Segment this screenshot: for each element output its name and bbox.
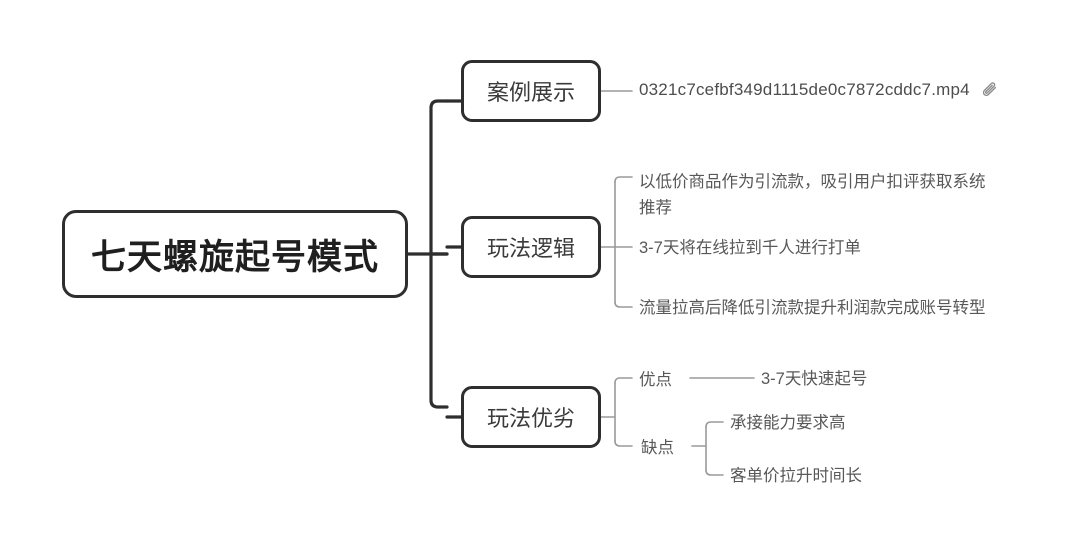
link-cons-child-0 <box>705 421 724 428</box>
paperclip-icon[interactable] <box>980 81 999 100</box>
leaf-cons-child-1[interactable]: 客单价拉升时间长 <box>730 467 862 485</box>
leaf-logic-0[interactable]: 以低价商品作为引流款，吸引用户扣评获取系统推荐 <box>639 173 986 217</box>
link-cons-child-1 <box>705 469 724 476</box>
branch-label: 玩法优劣 <box>486 406 575 431</box>
link-cons-branch <box>614 440 633 447</box>
root-node[interactable]: 七天螺旋起号模式 <box>62 210 408 298</box>
link-pros-branch <box>614 377 633 384</box>
branch-label: 案例展示 <box>486 80 575 105</box>
attachment-item[interactable]: 0321c7cefbf349d1115de0c7872cddc7.mp4 <box>639 80 999 100</box>
branch-node-gameplay-logic[interactable]: 玩法逻辑 <box>461 216 601 278</box>
leaf-pros-child-0[interactable]: 3-7天快速起号 <box>761 370 868 388</box>
link-logic-child-2 <box>614 301 633 308</box>
leaf-logic-2[interactable]: 流量拉高后降低引流款提升利润款完成账号转型 <box>639 299 986 317</box>
link-logic-child-0 <box>614 176 633 183</box>
leaf-logic-1[interactable]: 3-7天将在线拉到千人进行打单 <box>639 239 861 257</box>
leaf-pros-label[interactable]: 优点 <box>639 371 672 389</box>
branch-label: 玩法逻辑 <box>486 236 575 261</box>
branch-node-pros-and-cons[interactable]: 玩法优劣 <box>461 386 601 448</box>
leaf-cons-label[interactable]: 缺点 <box>641 439 674 457</box>
attachment-filename: 0321c7cefbf349d1115de0c7872cddc7.mp4 <box>639 80 970 99</box>
branch-node-case-display[interactable]: 案例展示 <box>461 60 601 122</box>
leaf-cons-child-0[interactable]: 承接能力要求高 <box>730 414 846 432</box>
root-label: 七天螺旋起号模式 <box>90 237 379 277</box>
